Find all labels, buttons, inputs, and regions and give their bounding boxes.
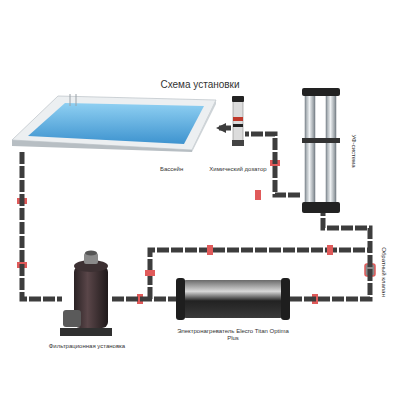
uv-cap xyxy=(302,88,340,96)
equipment-node: Бассейн xyxy=(12,96,217,152)
heater-cap xyxy=(281,278,290,320)
doser-base xyxy=(232,140,244,146)
pool-ladder xyxy=(76,94,77,106)
filter-pump xyxy=(63,310,81,327)
pipe-connector xyxy=(245,134,300,195)
diagram-title: Схема установки xyxy=(0,79,400,90)
equipment-label: Электронагреватель Elecro Titan Optima P… xyxy=(173,328,293,342)
pool-water xyxy=(28,103,204,144)
equipment-label: Бассейн xyxy=(160,166,183,173)
valve xyxy=(327,245,333,255)
equipment-label: УФ-система xyxy=(351,134,358,167)
part-name: Обратный клапан xyxy=(381,247,387,296)
doser-band xyxy=(233,117,243,121)
heater-body xyxy=(180,280,286,318)
doser-cap xyxy=(232,96,244,102)
valves xyxy=(17,160,333,304)
pipe-connector xyxy=(112,297,176,302)
pool-ladder xyxy=(70,94,71,106)
valve xyxy=(145,270,155,276)
heater-figure xyxy=(176,278,290,320)
equipment-node: Фильтрационная установка xyxy=(62,250,112,338)
equipment-node: УФ-система xyxy=(300,88,346,213)
uv-tube xyxy=(305,92,315,208)
valve xyxy=(255,190,261,200)
pipe-connector xyxy=(217,126,231,131)
valve xyxy=(207,245,213,255)
filter-handle xyxy=(85,251,97,256)
uv-tube xyxy=(326,92,336,208)
pool-figure xyxy=(12,94,216,152)
equipment-label: Фильтрационная установка xyxy=(49,343,125,350)
uv-bracket xyxy=(302,138,340,143)
doser-body xyxy=(233,100,243,142)
pipe-connector xyxy=(290,213,370,299)
equipment-label: Химический дозатор xyxy=(209,166,266,173)
uv-figure xyxy=(302,88,340,213)
equipment-node: Электронагреватель Elecro Titan Optima P… xyxy=(176,276,290,322)
heater-cap xyxy=(176,278,185,320)
doser-band xyxy=(233,124,243,127)
pipe-connector xyxy=(22,152,62,299)
uv-cap xyxy=(302,202,340,213)
equipment-node: Химический дозатор xyxy=(231,96,245,146)
filter-base xyxy=(60,328,112,336)
filter-figure xyxy=(60,251,112,337)
doser-figure xyxy=(232,96,244,146)
